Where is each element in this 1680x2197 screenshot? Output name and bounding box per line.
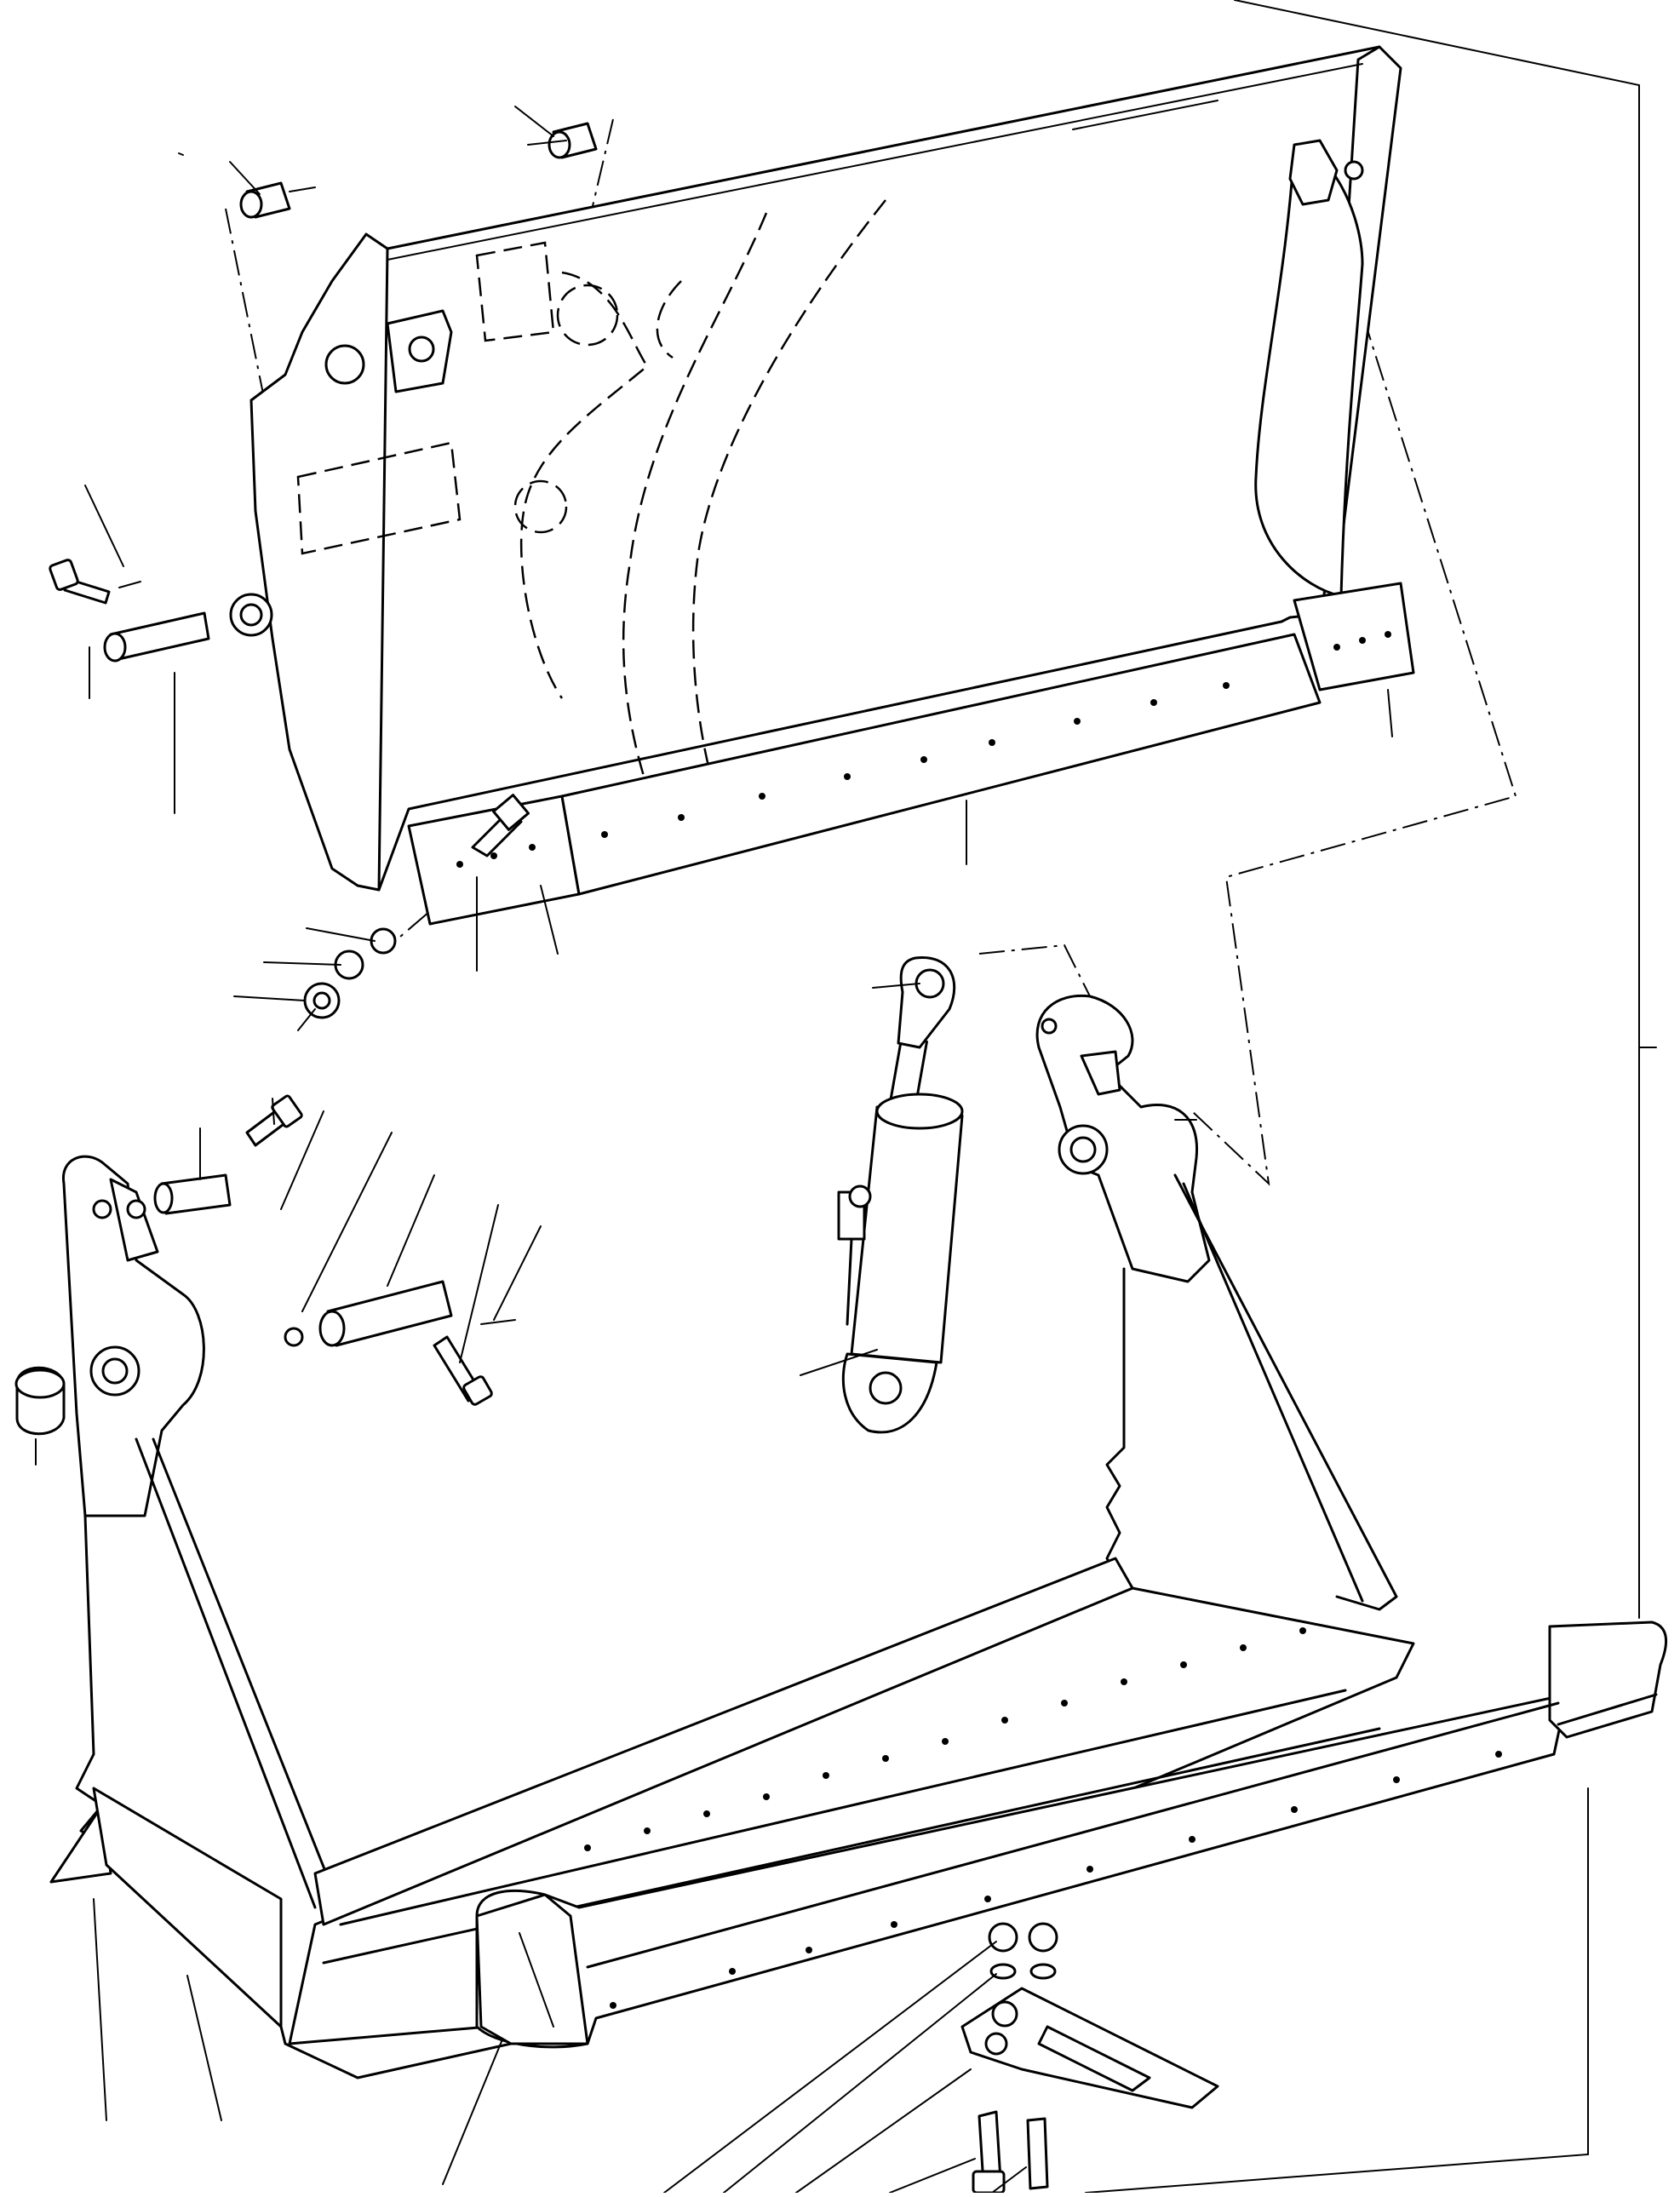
- lower-edge-holes: [610, 1751, 1502, 2009]
- floor-bolt-holes: [584, 1627, 1306, 1851]
- left-mounting-arm: [49, 1155, 338, 2028]
- tooth-adapter: [960, 1922, 1219, 2194]
- lower-pin-set: [14, 1094, 516, 1436]
- top-bushings: [239, 122, 598, 219]
- upper-edge-fasteners: [303, 794, 530, 1019]
- edge-bolt-holes: [456, 631, 1391, 868]
- hydraulic-cylinder: [837, 955, 964, 1434]
- leader-lines: [35, 106, 1393, 2194]
- bucket-back-plate: [229, 45, 1402, 892]
- right-mounting-arm: [1035, 994, 1398, 1611]
- upper-cutting-edge: [407, 582, 1415, 926]
- lower-cutting-edge: [475, 1621, 1668, 2049]
- left-pin-set: [49, 559, 210, 663]
- frame-lines: [1085, 0, 1657, 2194]
